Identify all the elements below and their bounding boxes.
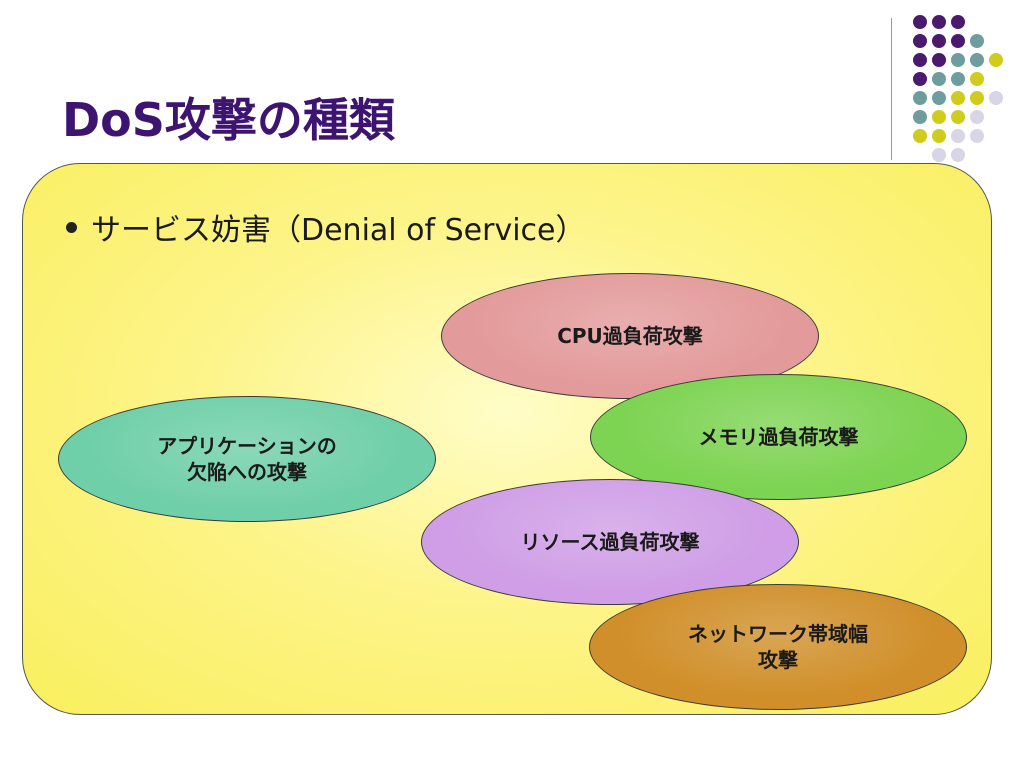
- decorative-dot: [970, 53, 984, 67]
- decorative-dot: [951, 148, 965, 162]
- decorative-dot: [932, 129, 946, 143]
- decorative-dot: [932, 110, 946, 124]
- decorative-dot: [932, 91, 946, 105]
- decorative-dot: [932, 34, 946, 48]
- ellipse-label: アプリケーションの 欠陥への攻撃: [157, 434, 337, 484]
- decorative-dot: [932, 148, 946, 162]
- bullet-icon: [66, 221, 77, 233]
- decorative-dot: [913, 110, 927, 124]
- slide-title: DoS攻撃の種類: [62, 93, 395, 147]
- decorative-dot: [951, 129, 965, 143]
- decorative-dot: [913, 34, 927, 48]
- decorative-dot: [970, 91, 984, 105]
- decorative-dot: [913, 129, 927, 143]
- ellipse-label: リソース過負荷攻撃: [520, 530, 700, 554]
- ellipse-network-bandwidth: ネットワーク帯域幅 攻撃: [589, 584, 967, 710]
- decorative-dot: [951, 110, 965, 124]
- decorative-dot: [932, 72, 946, 86]
- decorative-dot: [970, 72, 984, 86]
- decorative-dot: [951, 72, 965, 86]
- decorative-dot: [970, 129, 984, 143]
- decorative-dot: [951, 15, 965, 29]
- bullet-item: サービス妨害（Denial of Service）: [66, 205, 586, 249]
- ellipse-application-flaw: アプリケーションの 欠陥への攻撃: [58, 396, 436, 522]
- decorative-dot: [913, 15, 927, 29]
- decorative-dot: [913, 53, 927, 67]
- decorative-dot: [951, 91, 965, 105]
- ellipse-label: メモリ過負荷攻撃: [698, 425, 859, 449]
- decorative-dot: [932, 15, 946, 29]
- ellipse-memory-overload: メモリ過負荷攻撃: [590, 374, 967, 500]
- decorative-dot: [932, 53, 946, 67]
- ellipse-cpu-overload: CPU過負荷攻撃: [441, 273, 819, 399]
- decorative-dot: [913, 72, 927, 86]
- decorative-dot: [989, 53, 1003, 67]
- decorative-dot: [913, 91, 927, 105]
- decorative-dot: [989, 91, 1003, 105]
- ellipse-label: ネットワーク帯域幅 攻撃: [688, 622, 868, 672]
- ellipse-label: CPU過負荷攻撃: [557, 324, 703, 348]
- bullet-text: サービス妨害（Denial of Service）: [91, 213, 586, 248]
- ellipse-resource-overload: リソース過負荷攻撃: [421, 479, 799, 605]
- decorative-dot: [970, 110, 984, 124]
- decorative-dot: [951, 53, 965, 67]
- decorative-dot: [970, 34, 984, 48]
- decorative-divider: [891, 18, 892, 160]
- decorative-dot: [951, 34, 965, 48]
